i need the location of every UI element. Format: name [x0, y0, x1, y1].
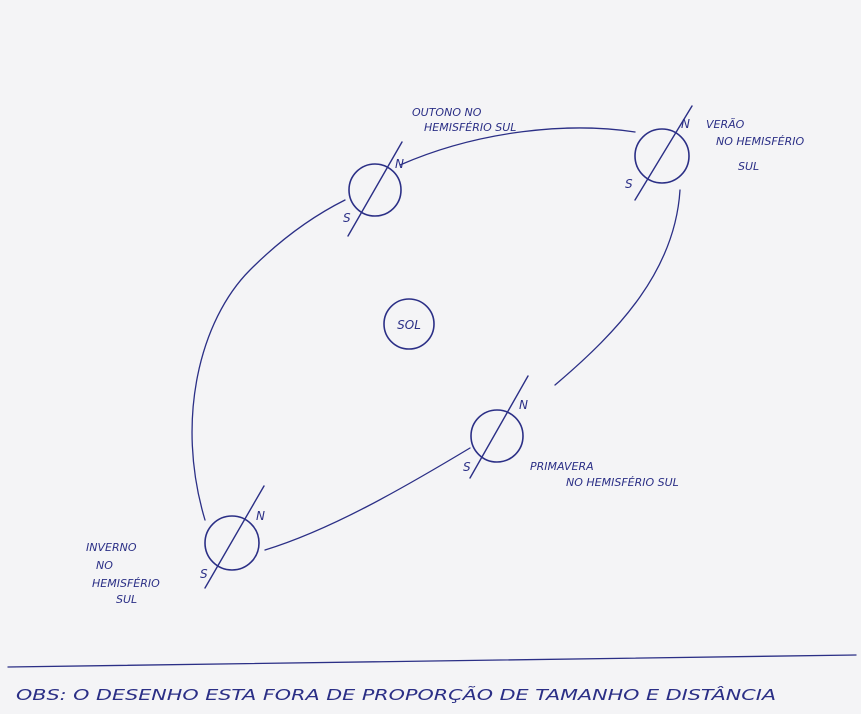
summer-label-line-1: VERÃO — [706, 118, 745, 131]
earth-spring-axis — [469, 375, 529, 479]
summer-label-line-3: SUL — [738, 160, 759, 173]
autumn-label-line-2: HEMISFÉRIO SUL — [424, 121, 516, 134]
earth-winter-axis — [204, 485, 265, 589]
sun: SOL — [383, 298, 435, 350]
earth-spring: N S — [463, 375, 529, 479]
earth-autumn-circle — [348, 163, 402, 217]
winter-label-line-1: INVERNO — [86, 541, 137, 554]
earth-winter-north: N — [256, 509, 265, 523]
winter-label-line-2: NO — [96, 559, 113, 572]
earth-winter: N S — [200, 485, 265, 589]
sun-label: SOL — [397, 318, 421, 332]
sun-circle — [383, 298, 435, 350]
summer-label-line-2: NO HEMISFÉRIO — [716, 135, 804, 148]
earth-autumn-south: S — [343, 211, 351, 225]
earth-spring-north: N — [519, 398, 528, 412]
winter-label-line-3: HEMISFÉRIO — [92, 577, 160, 590]
earth-autumn: N S — [343, 141, 404, 237]
earth-spring-south: S — [463, 460, 471, 474]
autumn-label-line-1: OUTONO NO — [412, 106, 482, 119]
earth-autumn-north: N — [395, 157, 404, 171]
earth-summer-north: N — [681, 117, 690, 131]
winter-label-line-4: SUL — [116, 593, 137, 606]
spring-label-line-1: PRIMAVERA — [530, 460, 594, 473]
earth-winter-circle — [204, 515, 260, 571]
note-divider — [7, 654, 857, 668]
earth-summer-axis — [634, 105, 693, 201]
earth-winter-south: S — [200, 567, 208, 581]
earth-spring-circle — [470, 409, 524, 463]
earth-summer: N S — [625, 105, 693, 201]
earth-summer-circle — [634, 128, 690, 184]
footer-note: OBS: O DESENHO ESTA FORA DE PROPORÇÃO DE… — [16, 685, 776, 704]
spring-label-line-2: NO HEMISFÉRIO SUL — [566, 476, 679, 489]
orbit-path — [191, 127, 681, 551]
earth-autumn-axis — [347, 141, 403, 237]
earth-summer-south: S — [625, 177, 633, 191]
